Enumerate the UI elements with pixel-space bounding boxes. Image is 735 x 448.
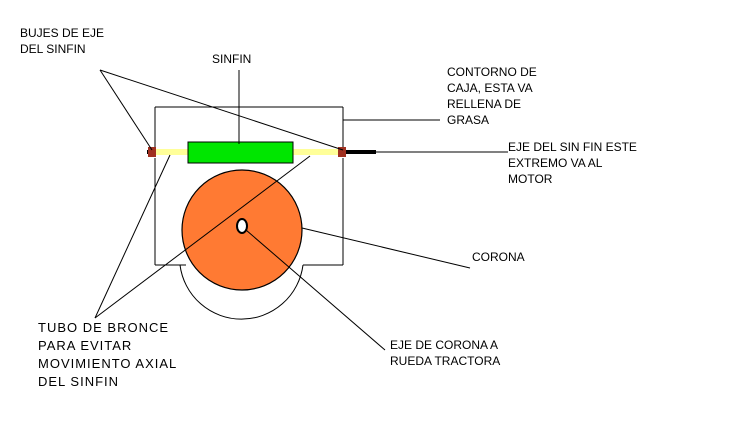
- bushing-right: [338, 147, 346, 157]
- label-eje-sinfin: EJE DEL SIN FIN ESTE EXTREMO VA AL MOTOR: [508, 140, 640, 186]
- label-contorno-line: RELLENA DE: [447, 97, 521, 111]
- leader-lines: [94, 69, 508, 351]
- label-corona-line: CORONA: [472, 250, 525, 264]
- crown-axle-hole: [236, 218, 248, 234]
- label-bujes-line: DEL SINFIN: [20, 42, 86, 56]
- label-contorno-line: CAJA, ESTA VA: [447, 81, 533, 95]
- label-eje-sinfin-line: EJE DEL SIN FIN ESTE: [508, 140, 637, 154]
- label-tubo-line: MOVIMIENTO AXIAL: [38, 356, 177, 371]
- bushing-left: [148, 147, 156, 157]
- label-sinfin: SINFIN: [212, 52, 251, 66]
- label-contorno: CONTORNO DE CAJA, ESTA VA RELLENA DE GRA…: [447, 65, 540, 127]
- label-eje-corona-line: RUEDA TRACTORA: [390, 354, 500, 368]
- gearbox-outline: [154, 106, 344, 320]
- label-corona: CORONA: [472, 250, 525, 264]
- label-tubo-line: PARA EVITAR: [38, 338, 132, 353]
- label-contorno-line: CONTORNO DE: [447, 65, 537, 79]
- label-contorno-line: GRASA: [447, 113, 489, 127]
- label-bujes: BUJES DE EJE DEL SINFIN: [20, 26, 107, 56]
- label-eje-sinfin-line: EXTREMO VA AL: [508, 156, 603, 170]
- label-sinfin-line: SINFIN: [212, 52, 251, 66]
- label-tubo: TUBO DE BRONCE PARA EVITAR MOVIMIENTO AX…: [38, 320, 181, 389]
- label-eje-sinfin-line: MOTOR: [508, 172, 553, 186]
- label-tubo-line: DEL SINFIN: [38, 374, 119, 389]
- label-tubo-line: TUBO DE BRONCE: [38, 320, 169, 335]
- label-eje-corona-line: EJE DE CORONA A: [390, 338, 498, 352]
- worm-screw: [187, 141, 294, 164]
- bronze-tube-right: [293, 149, 338, 155]
- bronze-tube-left: [156, 149, 188, 155]
- label-eje-corona: EJE DE CORONA A RUEDA TRACTORA: [390, 338, 501, 368]
- housing-bottom-arc: [179, 264, 304, 320]
- label-bujes-line: BUJES DE EJE: [20, 26, 104, 40]
